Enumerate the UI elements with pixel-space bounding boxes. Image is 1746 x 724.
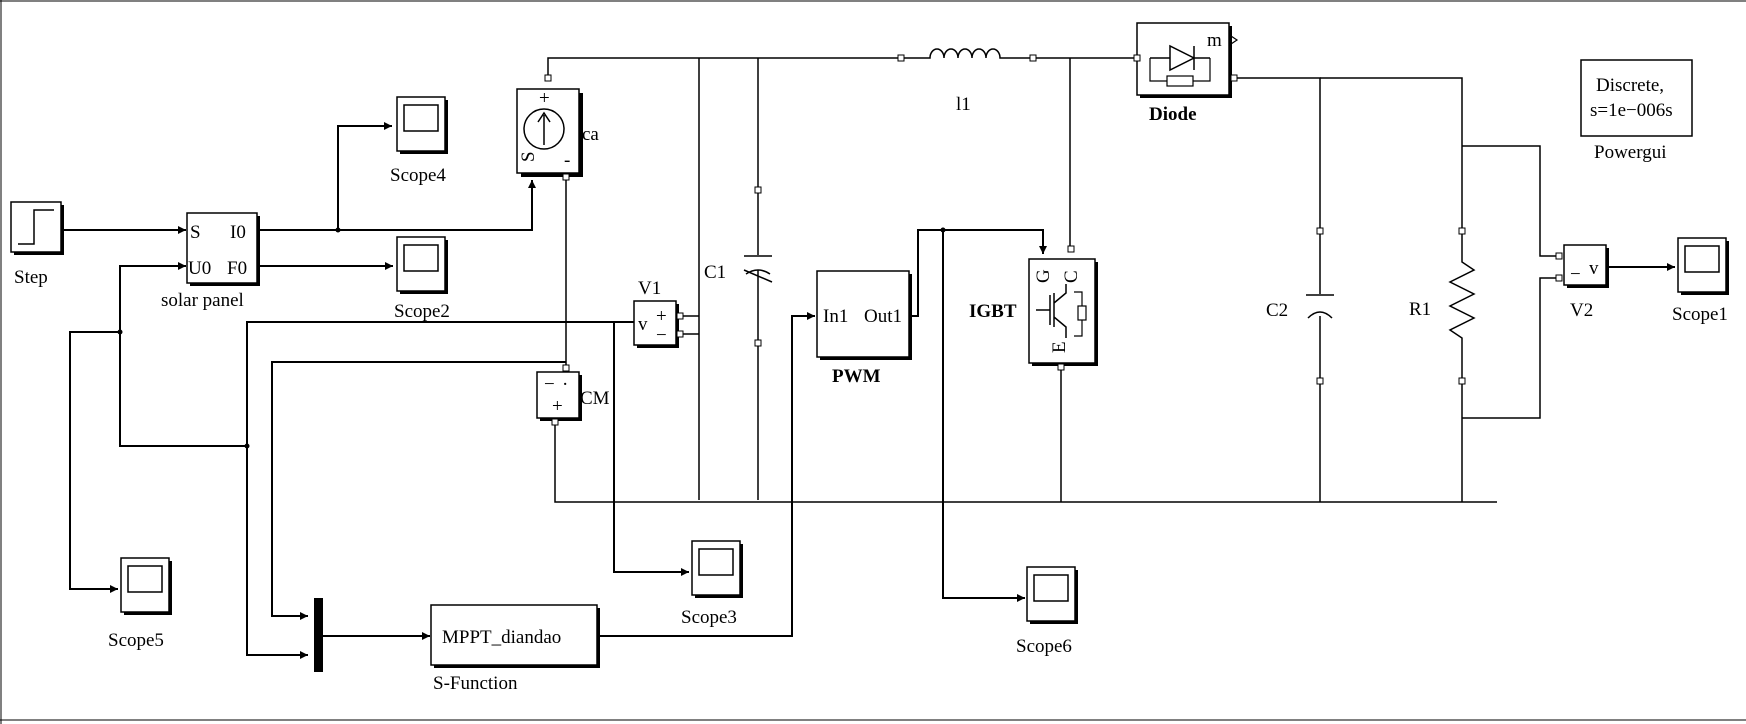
v1-port-v: v bbox=[638, 314, 648, 335]
scope2-block[interactable]: Scope2 bbox=[394, 236, 450, 322]
v1-plus: + bbox=[656, 306, 667, 327]
step-block[interactable]: Step bbox=[10, 201, 64, 288]
pwm-port-out1: Out1 bbox=[864, 306, 902, 327]
scope1-label: Scope1 bbox=[1672, 304, 1728, 325]
diode-label: Diode bbox=[1149, 104, 1197, 125]
scope3-block[interactable]: Scope3 bbox=[681, 540, 743, 628]
solar-panel-block[interactable]: S U0 I0 F0 solar panel bbox=[161, 212, 260, 311]
c1-capacitor-block[interactable]: C1 bbox=[704, 186, 773, 347]
pwm-port-in1: In1 bbox=[823, 306, 848, 327]
solar-port-i0: I0 bbox=[230, 222, 246, 243]
powergui-block[interactable]: Discrete, s=1e−006s Powergui bbox=[1580, 59, 1693, 163]
scope6-label: Scope6 bbox=[1016, 636, 1072, 657]
powergui-line1: Discrete, bbox=[1596, 75, 1664, 96]
v2-port-v: v bbox=[1589, 258, 1599, 279]
v1-label: V1 bbox=[638, 278, 661, 299]
solar-port-f0: F0 bbox=[227, 258, 247, 279]
powergui-label: Powergui bbox=[1594, 142, 1666, 163]
step-label: Step bbox=[14, 267, 48, 288]
igbt-port-g: G bbox=[1033, 269, 1054, 283]
r1-resistor-block[interactable]: R1 bbox=[1409, 227, 1476, 385]
ca-label: ca bbox=[582, 124, 599, 145]
diode-port-m: m bbox=[1207, 30, 1222, 51]
igbt-block[interactable]: G C E IGBT bbox=[969, 245, 1098, 371]
c1-label: C1 bbox=[704, 262, 726, 283]
pwm-label: PWM bbox=[832, 366, 881, 387]
v2-voltage-measurement-block[interactable]: − v V2 bbox=[1555, 244, 1609, 321]
cm-plus: + bbox=[552, 396, 563, 417]
scope3-label: Scope3 bbox=[681, 607, 737, 628]
solar-port-s: S bbox=[190, 222, 201, 243]
scope2-label: Scope2 bbox=[394, 301, 450, 322]
l1-inductor-block[interactable]: l1 bbox=[897, 48, 1037, 115]
v1-minus: − bbox=[656, 325, 667, 346]
v1-voltage-measurement-block[interactable]: v + − V1 bbox=[633, 278, 684, 348]
ca-s: S bbox=[518, 151, 539, 162]
scope6-block[interactable]: Scope6 bbox=[1016, 566, 1078, 657]
ca-plus: + bbox=[539, 88, 550, 109]
scope5-block[interactable]: Scope5 bbox=[108, 557, 172, 651]
c2-label: C2 bbox=[1266, 300, 1288, 321]
ca-minus: - bbox=[564, 150, 570, 171]
scope4-block[interactable]: Scope4 bbox=[390, 96, 448, 186]
scope5-label: Scope5 bbox=[108, 630, 164, 651]
cm-minus: − bbox=[544, 374, 555, 395]
ca-current-source-block[interactable]: + S - ca bbox=[516, 74, 599, 181]
solar-panel-label: solar panel bbox=[161, 290, 244, 311]
v2-label: V2 bbox=[1570, 300, 1593, 321]
igbt-port-c: C bbox=[1061, 270, 1082, 283]
cm-current-measurement-block[interactable]: − · + CM bbox=[536, 364, 610, 426]
diode-block[interactable]: m Diode bbox=[1133, 22, 1239, 125]
pwm-block[interactable]: In1 Out1 PWM bbox=[816, 270, 912, 387]
v2-minus: − bbox=[1570, 264, 1581, 285]
cm-dot: · bbox=[562, 374, 568, 395]
s-function-label: S-Function bbox=[433, 673, 518, 694]
igbt-port-e: E bbox=[1049, 341, 1070, 353]
scope4-label: Scope4 bbox=[390, 165, 446, 186]
mux-block[interactable] bbox=[314, 598, 323, 672]
powergui-line2: s=1e−006s bbox=[1590, 100, 1673, 121]
wires bbox=[63, 57, 1675, 659]
scope1-block[interactable]: Scope1 bbox=[1672, 237, 1729, 325]
c2-capacitor-block[interactable]: C2 bbox=[1266, 227, 1334, 385]
solar-port-u0: U0 bbox=[188, 258, 211, 279]
igbt-label: IGBT bbox=[969, 301, 1017, 322]
s-function-block[interactable]: MPPT_diandao S-Function bbox=[430, 604, 600, 694]
s-function-name: MPPT_diandao bbox=[442, 627, 561, 648]
l1-label: l1 bbox=[956, 94, 971, 115]
cm-label: CM bbox=[580, 388, 610, 409]
r1-label: R1 bbox=[1409, 299, 1431, 320]
